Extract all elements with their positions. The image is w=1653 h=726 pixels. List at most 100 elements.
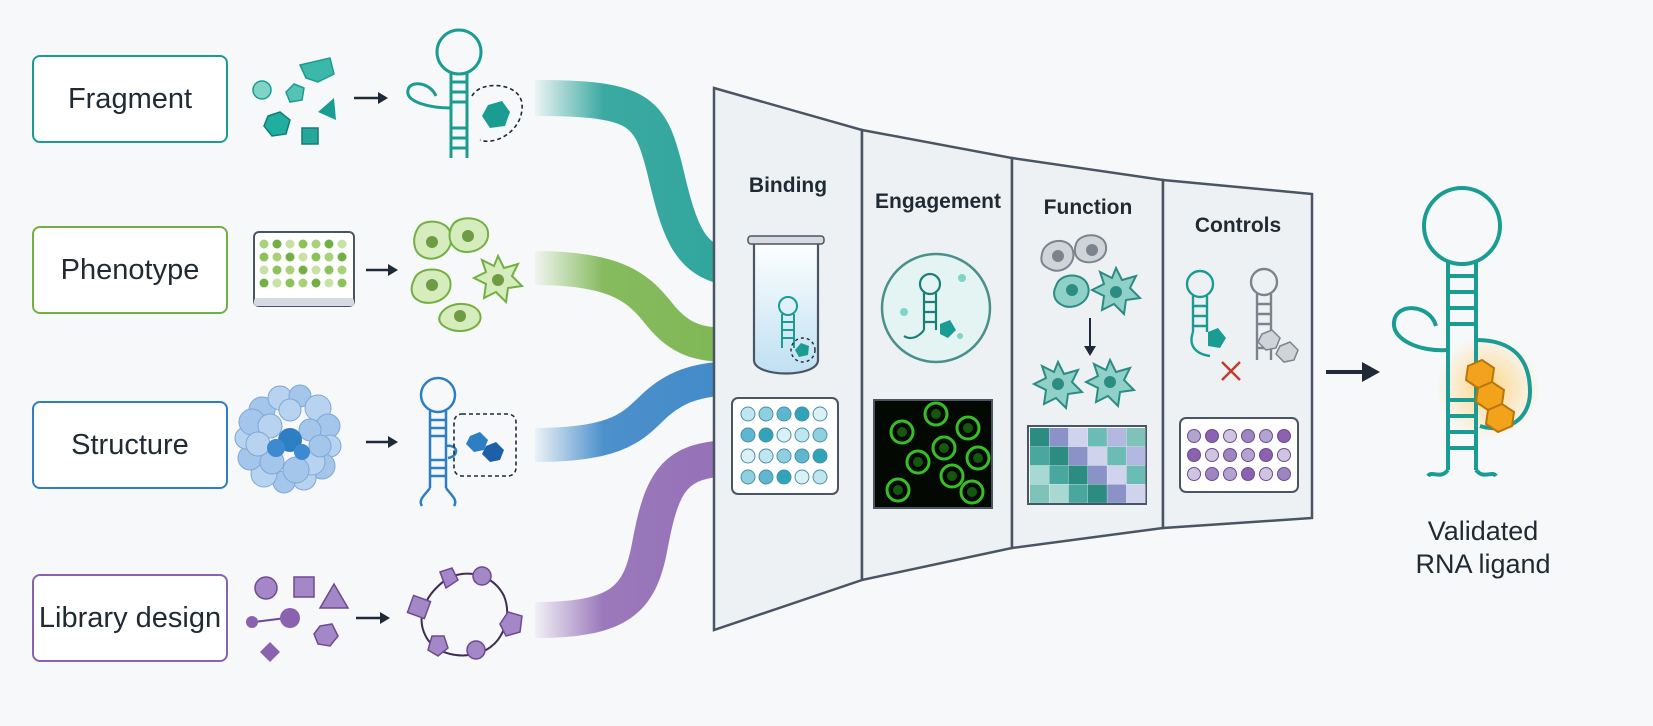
heatmap-grid-icon	[1027, 425, 1147, 505]
inactive-ligand-icon	[1257, 329, 1299, 363]
plate-well	[812, 406, 828, 422]
fluorescent-cell	[889, 419, 915, 445]
fluorescent-nucleus	[973, 453, 983, 463]
heatmap-cell	[1087, 484, 1107, 503]
plate-well	[1259, 429, 1273, 443]
plate-well	[311, 252, 321, 262]
plate-well	[324, 239, 334, 249]
plate-well	[776, 448, 792, 464]
output-label: Validated RNA ligand	[1383, 515, 1583, 581]
plate-well	[337, 265, 347, 275]
fluorescent-cell	[955, 415, 981, 441]
fluorescent-cell	[885, 477, 911, 503]
plate-well	[337, 239, 347, 249]
plate-well	[1277, 467, 1291, 481]
arrow-right-icon	[354, 92, 388, 104]
rna-hairpin-icon	[1249, 267, 1279, 360]
plate-well	[285, 265, 295, 275]
rna-hairpin-icon	[419, 376, 458, 507]
plate-well	[1241, 429, 1255, 443]
flow-ribbons	[534, 80, 735, 638]
heatmap-cell	[1030, 465, 1049, 485]
protein-atom	[257, 413, 283, 439]
cell-icon	[410, 217, 525, 332]
heatmap-cell	[1087, 446, 1107, 466]
plate-well	[1259, 448, 1273, 462]
plate-well	[337, 252, 347, 262]
plate-well	[272, 239, 282, 249]
heatmap-cell	[1126, 446, 1146, 466]
plate-well	[794, 448, 810, 464]
plate-well	[285, 239, 295, 249]
approach-library-design-box: Library design	[32, 574, 228, 662]
plate-well	[298, 265, 308, 275]
plate-well	[1187, 467, 1201, 481]
plate-well	[1223, 429, 1237, 443]
plate-well	[1187, 429, 1201, 443]
fluorescent-nucleus	[967, 487, 977, 497]
plate-well	[1259, 467, 1273, 481]
heatmap-cell	[1030, 446, 1049, 466]
heatmap-cell	[1107, 484, 1127, 503]
output-label-line1: Validated	[1427, 516, 1539, 546]
fluorescent-nucleus	[947, 471, 957, 481]
arrow-right-icon	[366, 264, 398, 276]
plate-well	[1205, 429, 1219, 443]
plate-well	[758, 427, 774, 443]
plate-well	[812, 427, 828, 443]
plate-well	[776, 469, 792, 485]
cross-mark-icon	[1221, 361, 1241, 381]
fluorescent-cell	[931, 435, 957, 461]
heatmap-cell	[1126, 428, 1146, 447]
flow-ribbon-structure	[534, 361, 732, 462]
plate-well	[1205, 448, 1219, 462]
fluorescent-cell	[905, 449, 931, 475]
flow-ribbon-phenotype	[534, 251, 731, 362]
fluorescent-nucleus	[897, 427, 907, 437]
well-plate-icon	[253, 231, 355, 307]
output-label-line2: RNA ligand	[1415, 549, 1551, 579]
fluorescent-cell	[959, 479, 985, 505]
plate-well	[812, 469, 828, 485]
rna-hairpin-icon	[406, 28, 483, 158]
cell-icon	[1040, 234, 1143, 317]
cell-icon	[1031, 357, 1137, 411]
plate-well	[794, 469, 810, 485]
heatmap-cell	[1126, 465, 1146, 485]
plate-well	[272, 252, 282, 262]
heatmap-cell	[1087, 428, 1107, 447]
plate-well	[1241, 467, 1255, 481]
plate-well	[311, 278, 321, 288]
heatmap-cell	[1049, 428, 1069, 447]
plate-well	[740, 448, 756, 464]
plate-well	[259, 265, 269, 275]
fluorescent-cell	[965, 445, 991, 471]
validated-rna-ligand-icon	[1391, 186, 1540, 478]
heatmap-cell	[1087, 465, 1107, 485]
plate-well	[298, 278, 308, 288]
fragment-pocket-icon	[471, 84, 523, 143]
macrocycle-library-icon	[406, 566, 523, 660]
protein-atom	[245, 431, 271, 457]
heatmap-cell	[1068, 446, 1088, 466]
plate-well	[259, 278, 269, 288]
plate-well	[259, 239, 269, 249]
heatmap-cell	[1049, 446, 1069, 466]
plate-well	[311, 239, 321, 249]
plate-well	[337, 278, 347, 288]
binding-well-plate-icon	[731, 397, 839, 495]
protein-atom	[308, 434, 332, 458]
plate-well	[758, 406, 774, 422]
arrow-right-icon	[366, 436, 398, 448]
plate-well	[740, 469, 756, 485]
arrow-right-icon	[1326, 362, 1380, 382]
plate-well	[272, 278, 282, 288]
approach-phenotype-box: Phenotype	[32, 226, 228, 314]
heatmap-cell	[1049, 484, 1069, 503]
heatmap-cell	[1068, 484, 1088, 503]
arrow-right-icon	[356, 612, 390, 624]
protein-atom	[282, 456, 310, 484]
heatmap-cell	[1107, 465, 1127, 485]
cell-icon	[880, 252, 992, 364]
plate-well	[1241, 448, 1255, 462]
